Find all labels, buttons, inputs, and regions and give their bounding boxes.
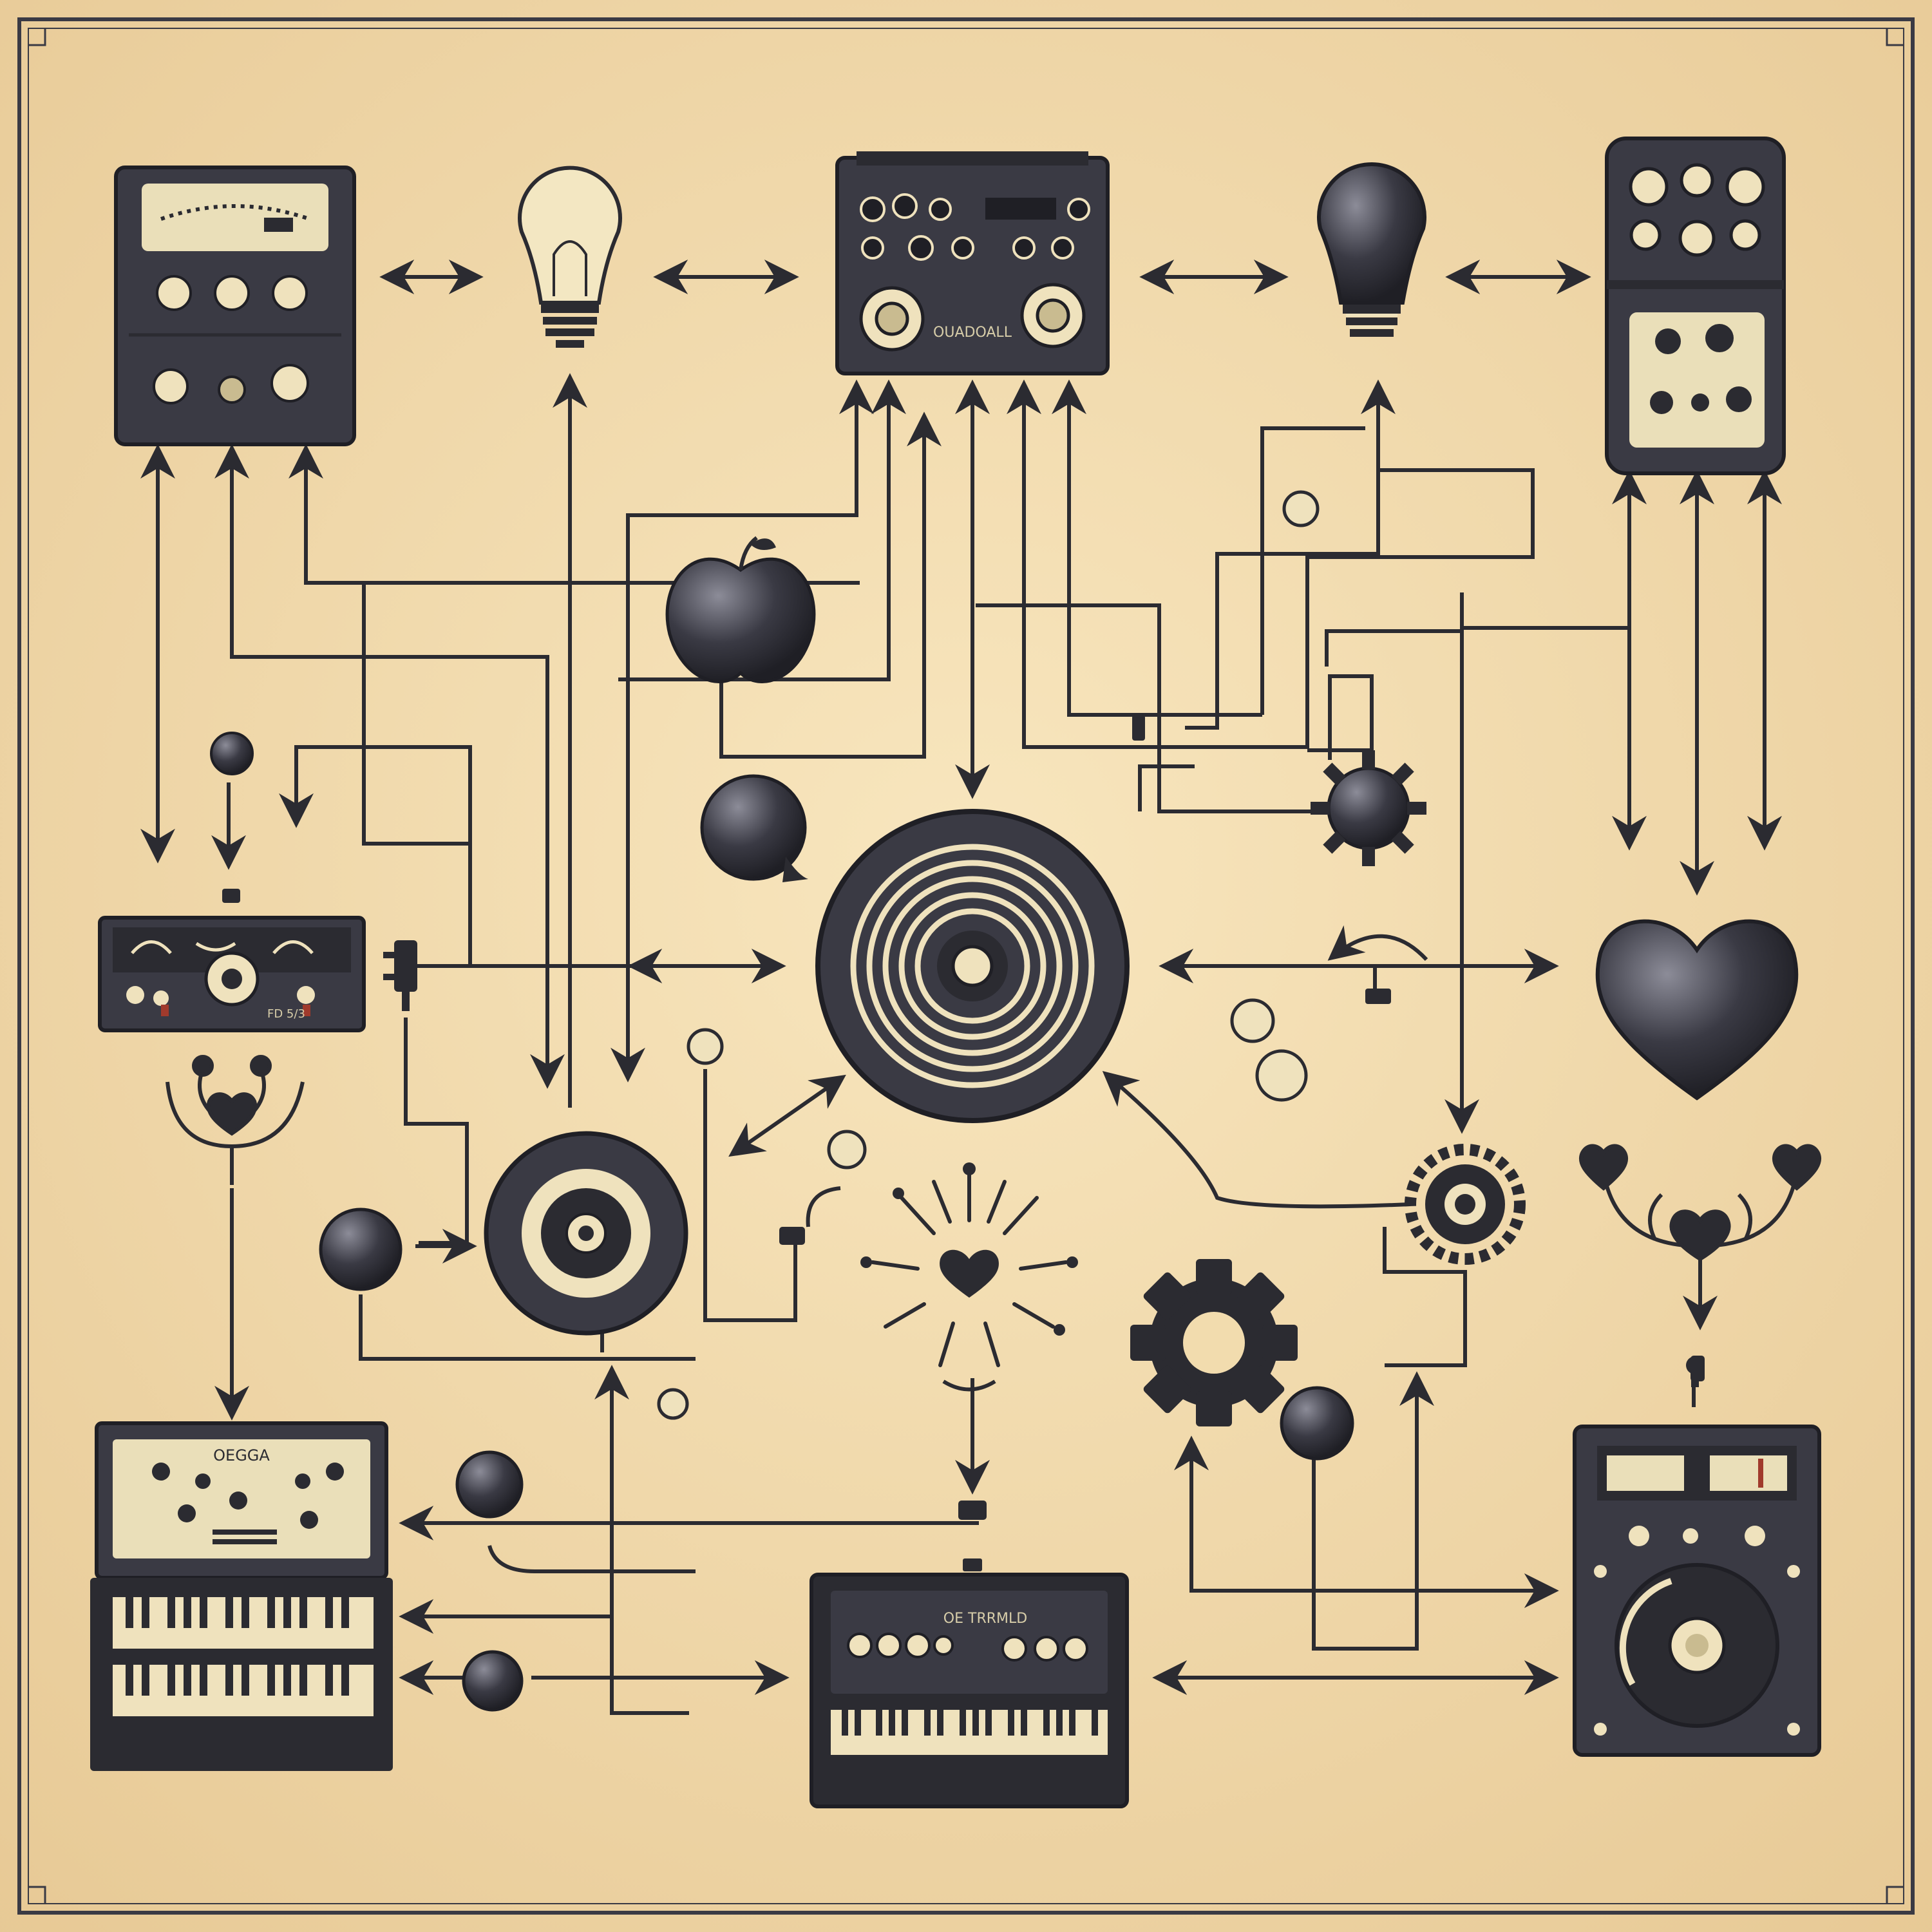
- heart-tree-left: [166, 1055, 305, 1185]
- ball-icon: [1280, 1386, 1354, 1461]
- ball-icon: [455, 1450, 524, 1519]
- cherry-icon: [700, 774, 807, 881]
- corner-ornaments: [28, 28, 1904, 1904]
- connection-wires: [140, 260, 1782, 1715]
- speaker-center[interactable]: [815, 809, 1130, 1123]
- amp-top-left[interactable]: [114, 166, 356, 446]
- gear-small-icon: [1405, 1144, 1526, 1265]
- pedal-top-right[interactable]: [1605, 137, 1786, 475]
- module-left[interactable]: FD 5/3: [98, 916, 366, 1032]
- ball-icon: [319, 1208, 402, 1291]
- heart-icon: [1595, 919, 1799, 1101]
- gear-icon: [1130, 1259, 1298, 1426]
- ball-icons: [210, 490, 1354, 1712]
- mixer-label: OUADOALL: [933, 325, 1012, 341]
- amp-knobs[interactable]: [153, 275, 309, 404]
- gear-spiky-icon: [1311, 750, 1426, 866]
- lightbulb-icon: [518, 166, 622, 348]
- speaker-small[interactable]: [484, 1131, 688, 1336]
- outer-border: [17, 17, 1915, 1915]
- vu-meter-window: [142, 184, 328, 251]
- module-label: FD 5/3: [267, 1007, 305, 1021]
- heart-tree-right: [1578, 1144, 1822, 1262]
- ball-icon: [462, 1650, 524, 1712]
- pedal-panel: [1629, 312, 1765, 448]
- synth-label: OE TRRMLD: [943, 1611, 1027, 1627]
- inner-border: [28, 28, 1904, 1904]
- ball-icon: [210, 732, 254, 775]
- sun-heart-icon: [860, 1162, 1078, 1392]
- mixer-large-knobs[interactable]: [859, 283, 1086, 352]
- organ-left[interactable]: OEGGA: [90, 1421, 393, 1771]
- organ-label: OEGGA: [213, 1446, 270, 1464]
- synth-bottom[interactable]: OE TRRMLD: [810, 1573, 1129, 1808]
- speaker-cabinet[interactable]: [1573, 1425, 1821, 1757]
- lightbulb-dark-icon: [1317, 162, 1426, 337]
- apple-icon: [665, 536, 816, 683]
- mixer-top-center[interactable]: OUADOALL: [835, 151, 1110, 375]
- plug-icon: [383, 940, 417, 1011]
- keyhole-icon: [1686, 1356, 1704, 1387]
- plug-connectors: [222, 715, 1705, 1571]
